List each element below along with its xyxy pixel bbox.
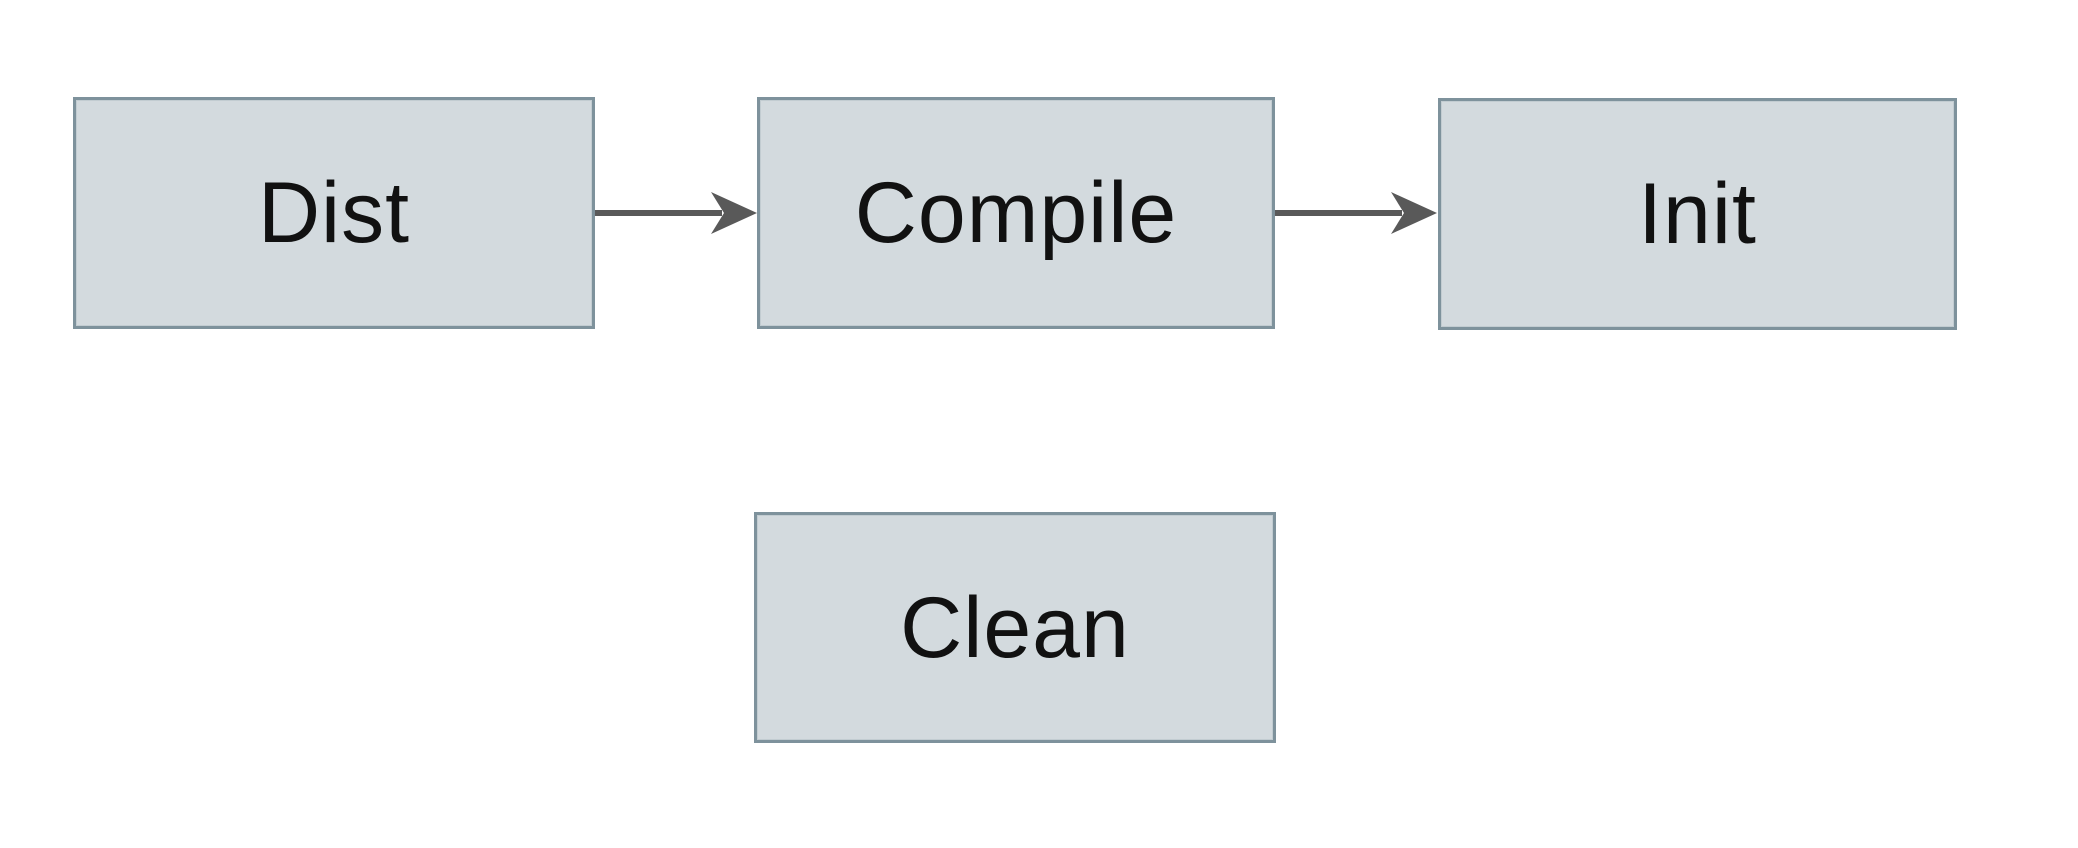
arrow-head-icon bbox=[711, 192, 757, 234]
node-clean-label: Clean bbox=[900, 579, 1130, 676]
arrow-dist-to-compile bbox=[595, 192, 757, 234]
node-dist-label: Dist bbox=[257, 165, 411, 261]
node-clean[interactable]: Clean bbox=[754, 512, 1276, 743]
node-compile[interactable]: Compile bbox=[757, 97, 1275, 329]
arrow-head-icon bbox=[1391, 192, 1437, 234]
node-dist[interactable]: Dist bbox=[73, 97, 595, 329]
node-compile-label: Compile bbox=[854, 165, 1178, 261]
node-init-label: Init bbox=[1638, 166, 1757, 262]
node-init[interactable]: Init bbox=[1438, 98, 1957, 330]
arrow-compile-to-init bbox=[1275, 192, 1437, 234]
